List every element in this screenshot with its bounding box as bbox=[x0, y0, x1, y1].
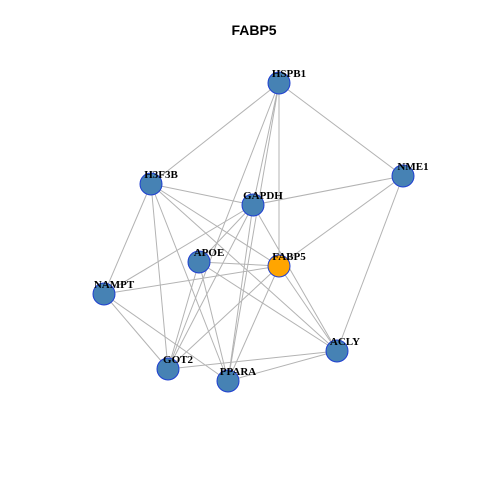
node-circle-fabp5 bbox=[267, 254, 291, 278]
node-fabp5: FABP5 bbox=[267, 251, 306, 278]
node-acly: ACLY bbox=[325, 336, 360, 363]
edge-nampt-ppara bbox=[103, 293, 229, 382]
edge-apoe-fabp5 bbox=[198, 261, 280, 267]
node-label-acly: ACLY bbox=[330, 336, 360, 348]
edge-gapdh-acly bbox=[252, 204, 338, 352]
edge-hspb1-gapdh bbox=[252, 82, 280, 206]
edge-h3f3b-gapdh bbox=[150, 183, 254, 206]
node-circle-hspb1 bbox=[267, 71, 291, 95]
edge-ppara-acly bbox=[227, 350, 338, 382]
edge-apoe-got2 bbox=[167, 261, 200, 370]
edge-fabp5-ppara bbox=[227, 265, 280, 382]
edge-h3f3b-ppara bbox=[150, 183, 229, 382]
node-circle-nampt bbox=[92, 282, 116, 306]
edge-apoe-ppara bbox=[198, 261, 229, 382]
edge-hspb1-h3f3b bbox=[150, 82, 280, 185]
node-nampt: NAMPT bbox=[92, 279, 135, 306]
node-circle-h3f3b bbox=[139, 172, 163, 196]
node-label-got2: GOT2 bbox=[163, 354, 193, 366]
edge-nme1-acly bbox=[336, 175, 404, 352]
edge-gapdh-nampt bbox=[103, 204, 254, 295]
edge-hspb1-got2 bbox=[167, 82, 280, 370]
node-label-nme1: NME1 bbox=[397, 161, 428, 173]
node-ppara: PPARA bbox=[216, 366, 257, 393]
node-label-ppara: PPARA bbox=[220, 366, 257, 378]
node-circle-nme1 bbox=[391, 164, 415, 188]
node-label-apoe: APOE bbox=[194, 247, 225, 259]
node-nme1: NME1 bbox=[391, 161, 429, 188]
edge-hspb1-nme1 bbox=[278, 82, 404, 177]
edge-h3f3b-fabp5 bbox=[150, 183, 280, 267]
node-apoe: APOE bbox=[187, 247, 225, 274]
edge-fabp5-nampt bbox=[103, 265, 280, 295]
graph-title: FABP5 bbox=[231, 22, 276, 38]
node-circle-got2 bbox=[156, 357, 180, 381]
edge-nme1-fabp5 bbox=[278, 175, 404, 267]
node-circle-apoe bbox=[187, 250, 211, 274]
node-circle-gapdh bbox=[241, 193, 265, 217]
node-label-fabp5: FABP5 bbox=[272, 251, 306, 263]
edge-fabp5-acly bbox=[278, 265, 338, 352]
node-label-hspb1: HSPB1 bbox=[272, 68, 306, 80]
edge-nme1-gapdh bbox=[252, 175, 404, 206]
node-h3f3b: H3F3B bbox=[139, 169, 178, 196]
edge-layer bbox=[103, 82, 404, 382]
edge-gapdh-got2 bbox=[167, 204, 254, 370]
edge-apoe-acly bbox=[198, 261, 338, 352]
edge-h3f3b-got2 bbox=[150, 183, 169, 370]
node-circle-ppara bbox=[216, 369, 240, 393]
edge-gapdh-ppara bbox=[227, 204, 254, 382]
edge-hspb1-ppara bbox=[227, 82, 280, 382]
edge-nampt-got2 bbox=[103, 293, 169, 370]
node-circle-acly bbox=[325, 339, 349, 363]
edge-h3f3b-nampt bbox=[103, 183, 152, 295]
node-label-gapdh: GAPDH bbox=[243, 190, 283, 202]
node-gapdh: GAPDH bbox=[241, 190, 283, 217]
edge-gapdh-apoe bbox=[198, 204, 254, 263]
node-hspb1: HSPB1 bbox=[267, 68, 306, 95]
edge-got2-acly bbox=[167, 350, 338, 370]
node-label-h3f3b: H3F3B bbox=[144, 169, 178, 181]
node-got2: GOT2 bbox=[156, 354, 193, 381]
node-label-nampt: NAMPT bbox=[94, 279, 135, 291]
